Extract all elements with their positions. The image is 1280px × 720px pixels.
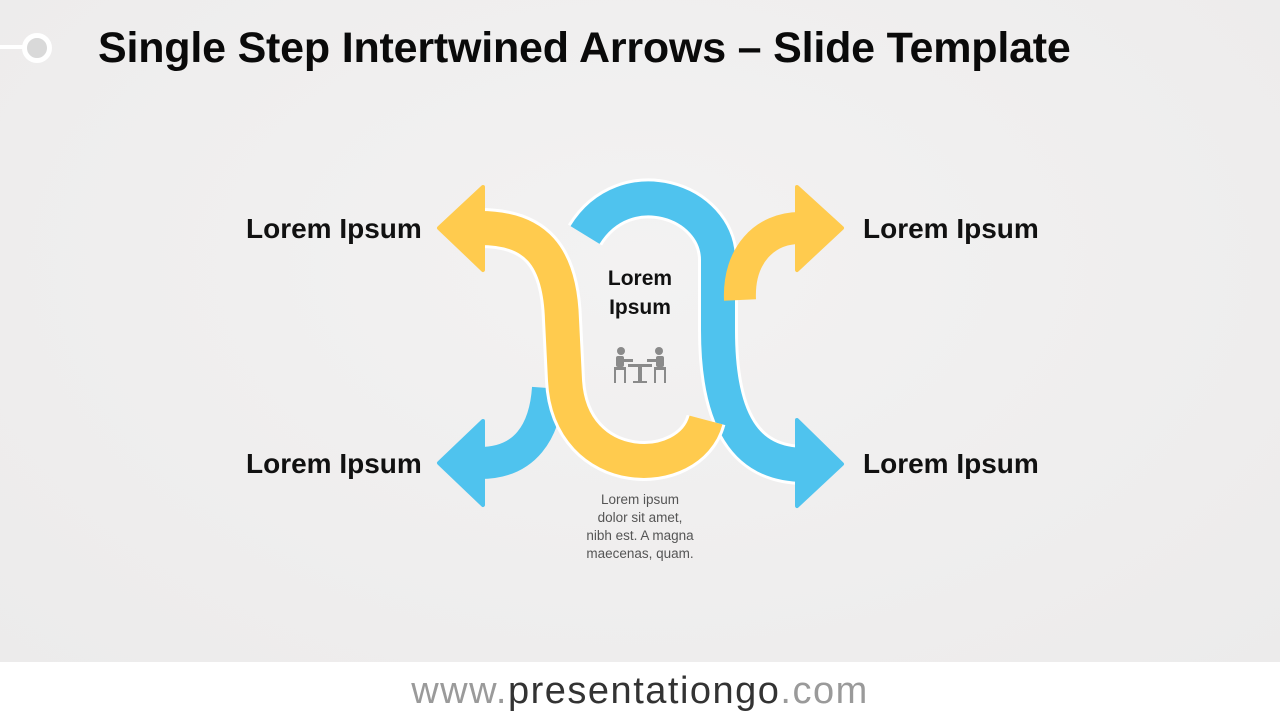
label-bottom-left: Lorem Ipsum <box>246 448 422 479</box>
slide-background <box>0 0 1280 662</box>
slide-title: Single Step Intertwined Arrows – Slide T… <box>98 24 1071 72</box>
center-label-line1: Lorem <box>607 267 673 290</box>
center-label-line2: Ipsum <box>609 296 671 319</box>
blue-arrowhead-right <box>795 418 844 508</box>
label-top-left: Lorem Ipsum <box>246 213 422 244</box>
yellow-u-band-fill <box>479 211 723 478</box>
url-brand: presentationgo <box>508 670 781 712</box>
pin-line <box>0 45 26 49</box>
blue-left-branch <box>479 386 564 479</box>
intertwined-arrows-diagram <box>437 178 844 508</box>
footer-url[interactable]: www.presentationgo.com <box>0 668 1280 714</box>
blue-s-band-fill <box>570 181 806 482</box>
blue-arrowhead-left <box>437 419 485 507</box>
center-label: Lorem Ipsum <box>590 264 690 322</box>
meeting-table-icon <box>614 347 666 383</box>
footer-bar <box>0 662 1280 720</box>
description-line: dolor sit amet, <box>597 510 683 525</box>
description-line: Lorem ipsum <box>600 492 680 507</box>
yellow-arrowhead-right <box>795 185 844 272</box>
description-line: nibh est. A magna <box>586 528 694 543</box>
url-prefix: www. <box>411 670 508 712</box>
center-description: Lorem ipsum dolor sit amet, nibh est. A … <box>560 491 720 563</box>
label-bottom-right: Lorem Ipsum <box>863 448 1039 479</box>
url-suffix: .com <box>780 670 869 712</box>
yellow-right-branch <box>723 212 802 301</box>
pin-icon <box>22 33 52 63</box>
yellow-arrowhead-left <box>437 185 485 272</box>
label-top-right: Lorem Ipsum <box>863 213 1039 244</box>
description-line: maecenas, quam. <box>586 546 694 561</box>
